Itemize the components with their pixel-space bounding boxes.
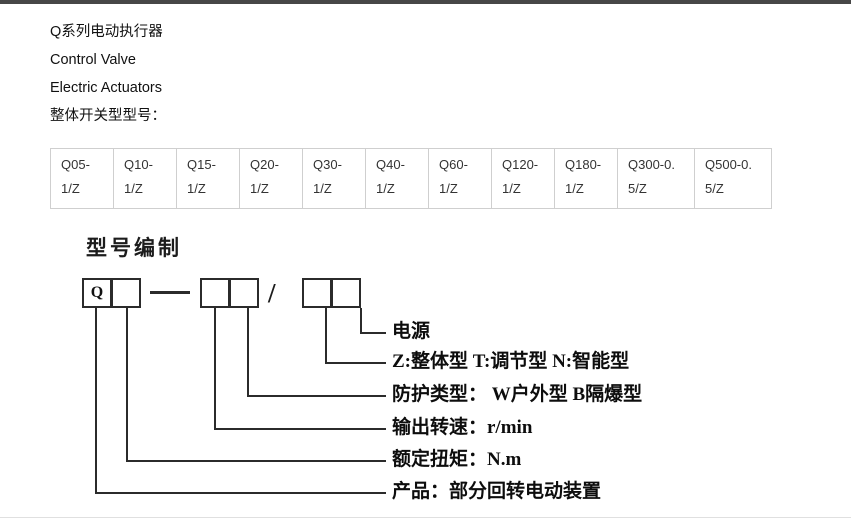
- model-cell: Q40- 1/Z: [365, 148, 429, 209]
- label-protection: 防护类型： W户外型 B隔爆型: [392, 384, 643, 405]
- model-cell: Q10- 1/Z: [113, 148, 177, 209]
- subtitle-control-valve: Control Valve: [50, 52, 136, 68]
- connector-line-power: [360, 332, 386, 334]
- model-cell: Q180- 1/Z: [554, 148, 618, 209]
- connector-line-speed: [214, 428, 386, 430]
- bottom-divider: [0, 517, 851, 518]
- model-cell: Q30- 1/Z: [302, 148, 366, 209]
- slash-separator: /: [268, 278, 276, 308]
- diagram-title: 型号编制: [86, 236, 182, 260]
- top-border-bar: [0, 0, 851, 4]
- connector-line-torque: [126, 308, 128, 462]
- connector-line-product: [95, 308, 97, 494]
- table-row: Q05- 1/Z Q10- 1/Z Q15- 1/Z Q20- 1/Z Q30-…: [50, 148, 772, 209]
- label-product: 产品：部分回转电动装置: [392, 481, 602, 502]
- model-cell: Q500-0. 5/Z: [694, 148, 772, 209]
- dash-separator: [150, 291, 190, 294]
- model-cell: Q120- 1/Z: [491, 148, 555, 209]
- connector-line-protection: [247, 395, 386, 397]
- power-box: [331, 278, 361, 308]
- torque-box: [111, 278, 141, 308]
- model-table: Q05- 1/Z Q10- 1/Z Q15- 1/Z Q20- 1/Z Q30-…: [50, 148, 772, 209]
- subtitle-electric-actuators: Electric Actuators: [50, 80, 163, 96]
- connector-line-product: [95, 492, 386, 494]
- section-label: 整体开关型型号：: [50, 108, 166, 124]
- model-cell: Q60- 1/Z: [428, 148, 492, 209]
- model-coding-diagram: 型号编制 Q / 电源 Z:整体型 T:调节型 N:智能型 防护类型： W户外型…: [0, 228, 851, 518]
- label-torque: 额定扭矩：N.m: [392, 449, 522, 470]
- label-power: 电源: [392, 321, 431, 342]
- model-cell: Q15- 1/Z: [176, 148, 240, 209]
- protection-box: [229, 278, 259, 308]
- connector-line-type: [325, 362, 386, 364]
- model-cell: Q300-0. 5/Z: [617, 148, 695, 209]
- connector-line-type: [325, 308, 327, 364]
- model-cell: Q05- 1/Z: [50, 148, 114, 209]
- page-header: Q系列电动执行器 Control Valve Electric Actuator…: [50, 18, 166, 130]
- speed-box: [200, 278, 230, 308]
- series-title-cn: Q系列电动执行器: [50, 24, 163, 40]
- prefix-box: Q: [82, 278, 112, 308]
- connector-line-torque: [126, 460, 386, 462]
- label-type: Z:整体型 T:调节型 N:智能型: [392, 351, 630, 372]
- label-speed: 输出转速：r/min: [392, 417, 533, 438]
- connector-line-power: [360, 308, 362, 334]
- type-box: [302, 278, 332, 308]
- model-cell: Q20- 1/Z: [239, 148, 303, 209]
- connector-line-protection: [247, 308, 249, 397]
- connector-line-speed: [214, 308, 216, 430]
